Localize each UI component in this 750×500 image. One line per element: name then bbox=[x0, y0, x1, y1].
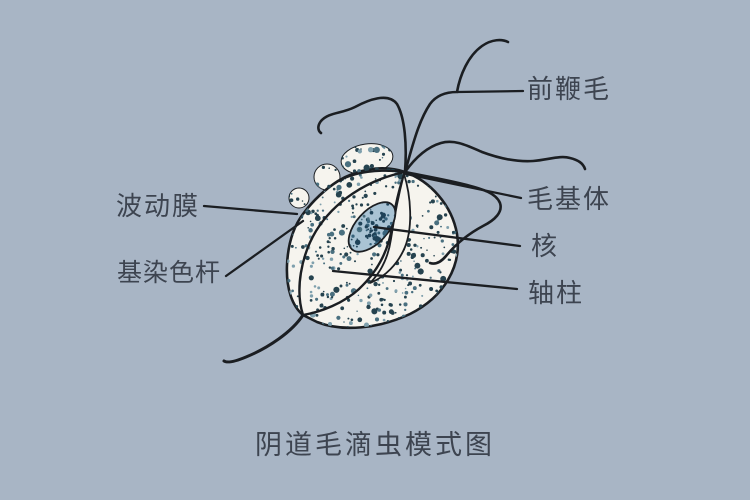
flagellum-right-wavy bbox=[403, 140, 587, 174]
flagellum-loop bbox=[403, 170, 502, 265]
leader-lines bbox=[202, 89, 525, 291]
flagellum-upper-right bbox=[403, 38, 510, 174]
leader-anterior-flagella bbox=[456, 89, 525, 94]
label-costa: 基染色杆 bbox=[117, 259, 222, 287]
leader-axostyle bbox=[331, 269, 519, 291]
label-nucleus: 核 bbox=[531, 231, 560, 261]
leader-costa bbox=[224, 219, 305, 278]
axostyle-tail bbox=[222, 313, 305, 364]
membrane-fan-arc bbox=[333, 169, 407, 185]
diagram-caption: 阴道毛滴虫模式图 bbox=[255, 430, 495, 460]
membrane-scallop-small bbox=[288, 187, 310, 209]
label-anterior-flagella: 前鞭毛 bbox=[527, 74, 612, 104]
leader-undulating-membrane bbox=[202, 204, 299, 216]
undulating-membrane-arc bbox=[298, 170, 407, 317]
label-basal-body: 毛基体 bbox=[527, 184, 612, 214]
flagellum-upper-left bbox=[317, 96, 408, 174]
label-axostyle: 轴柱 bbox=[528, 278, 585, 308]
label-undulating-membrane: 波动膜 bbox=[116, 191, 201, 221]
leader-nucleus bbox=[372, 225, 522, 248]
leader-basal-body bbox=[404, 172, 523, 200]
